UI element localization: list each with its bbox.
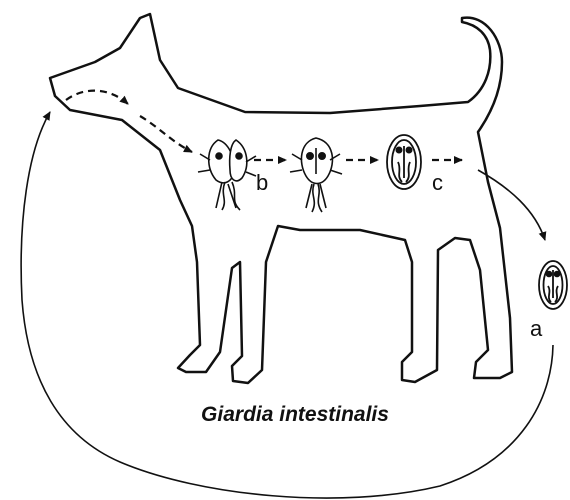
stage-label-b: b xyxy=(256,172,268,194)
cyst-in-gut xyxy=(387,135,421,189)
dog-outline xyxy=(50,14,512,383)
transmission-loop-arrow xyxy=(21,112,553,498)
ingestion-path-arrow xyxy=(66,91,128,104)
stage-label-a: a xyxy=(530,318,542,340)
diagram-title: Giardia intestinalis xyxy=(0,404,570,425)
stage-label-c: c xyxy=(432,172,443,194)
cyst-in-environment xyxy=(539,261,567,309)
gut-path-arrow xyxy=(140,116,192,152)
trophozoite-stage-2 xyxy=(290,138,342,212)
trophozoite-stage-1 xyxy=(198,140,256,210)
